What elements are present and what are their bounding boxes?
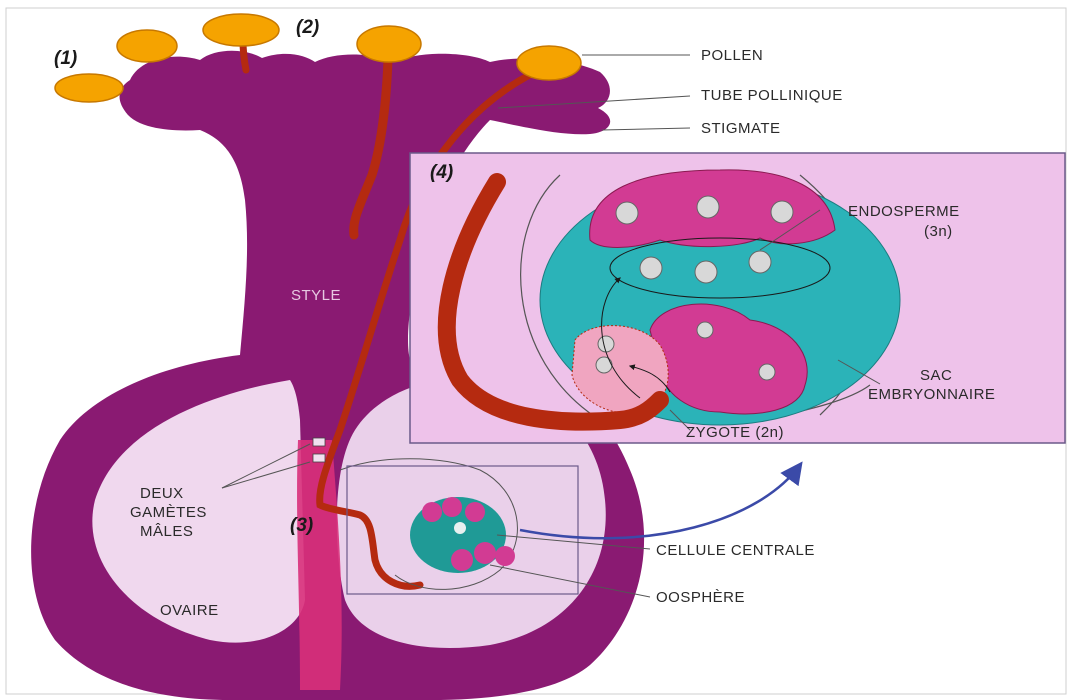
label-stage-2: (2) — [296, 17, 319, 38]
pollen-grain — [517, 46, 581, 80]
ovule-cell — [495, 546, 515, 566]
label-endosperme-ploidy: (3n) — [924, 223, 953, 240]
ovule-cell — [422, 502, 442, 522]
pollen-grain — [203, 14, 279, 46]
pollen-grain — [357, 26, 421, 62]
label-embryonnaire: EMBRYONNAIRE — [868, 386, 995, 403]
male-gamete — [313, 454, 325, 462]
label-cellule-centrale: CELLULE CENTRALE — [656, 542, 815, 559]
polar-nucleus — [695, 261, 717, 283]
label-deux: DEUX — [140, 485, 184, 502]
label-stage-3: (3) — [290, 515, 313, 536]
label-males: MÂLES — [140, 523, 193, 540]
ovule-cell — [454, 522, 466, 534]
ovule-cell — [442, 497, 462, 517]
label-pollen: POLLEN — [701, 47, 763, 64]
male-gamete — [313, 438, 325, 446]
pollen-grain — [117, 30, 177, 62]
label-style: STYLE — [291, 287, 341, 304]
label-ovaire: OVAIRE — [160, 602, 219, 619]
ovule-cell — [451, 549, 473, 571]
label-zygote: ZYGOTE (2n) — [686, 424, 784, 441]
polar-nucleus — [640, 257, 662, 279]
label-stage-1: (1) — [54, 48, 77, 69]
pollen-grain — [55, 74, 123, 102]
label-stigmate: STIGMATE — [701, 120, 781, 137]
label-oosphere: OOSPHÈRE — [656, 589, 745, 606]
ovule-cell — [465, 502, 485, 522]
label-tube-pollinique: TUBE POLLINIQUE — [701, 87, 843, 104]
label-gametes: GAMÈTES — [130, 504, 207, 521]
label-stage-4: (4) — [430, 162, 453, 183]
polar-nucleus — [749, 251, 771, 273]
ovule-cell — [474, 542, 496, 564]
label-endosperme: ENDOSPERME — [848, 203, 960, 220]
label-sac: SAC — [920, 367, 952, 384]
